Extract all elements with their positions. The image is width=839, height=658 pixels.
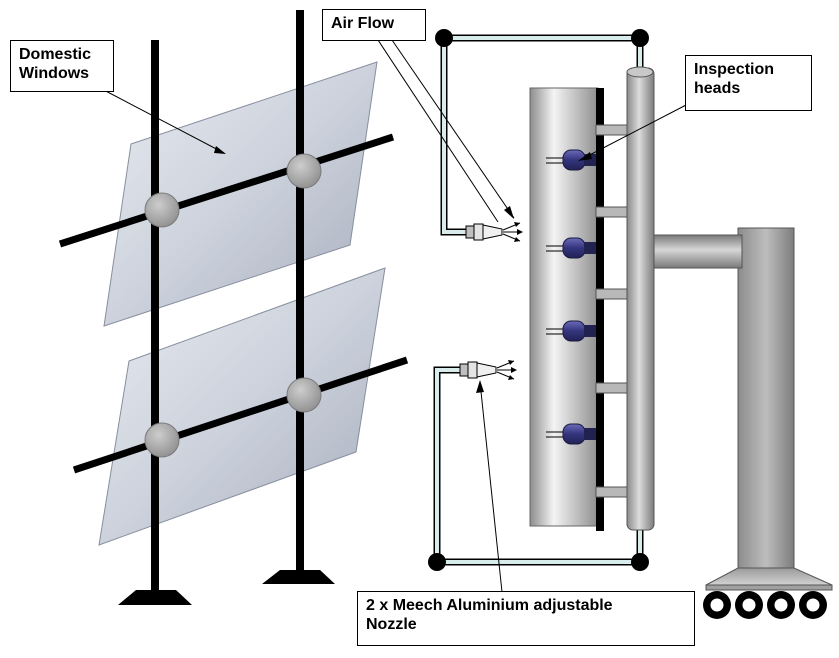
support-base <box>705 567 833 586</box>
wheel-2 <box>735 591 763 619</box>
nozzle-lower <box>459 360 517 380</box>
hub-upper-left <box>144 192 180 228</box>
stand-foot-right <box>262 570 335 584</box>
inspection-head-4 <box>546 423 596 445</box>
leader-air-flow-2 <box>391 39 515 219</box>
window-rig <box>58 10 409 605</box>
hub-lower-right <box>286 377 322 413</box>
hub-upper-right <box>286 153 322 189</box>
support-post <box>737 227 795 577</box>
window-pane-upper <box>103 61 378 327</box>
tube-joint-bottom-right <box>631 553 649 571</box>
wheel-4 <box>799 591 827 619</box>
callout-leaders <box>99 39 689 593</box>
leader-air-flow-1 <box>377 39 499 223</box>
support-arm <box>651 234 743 269</box>
inspection-carriage <box>529 66 833 619</box>
inspection-head-1 <box>546 149 596 171</box>
window-crossbar-lower <box>72 356 409 474</box>
label-inspection-heads: Inspection heads <box>685 55 812 111</box>
tube-joint-bottom-left <box>428 553 446 571</box>
stand-foot-left <box>118 590 192 605</box>
leader-inspection-heads <box>579 103 689 161</box>
air-tube-lower-feed <box>433 366 463 562</box>
label-domestic-windows: Domestic Windows <box>10 40 114 92</box>
hub-lower-left <box>144 422 180 458</box>
leader-nozzle <box>479 381 503 593</box>
nozzle-upper <box>465 222 523 242</box>
tube-joint-top-right <box>631 29 649 47</box>
inspection-head-3 <box>546 320 596 342</box>
vertical-rail <box>626 67 655 531</box>
inspection-head-2 <box>546 237 596 259</box>
label-air-flow: Air Flow <box>322 9 426 41</box>
label-nozzle: 2 x Meech Aluminium adjustable Nozzle <box>357 591 695 646</box>
wheel-3 <box>767 591 795 619</box>
window-crossbar-upper <box>58 133 395 248</box>
wheel-1 <box>703 591 731 619</box>
air-tubing <box>428 29 649 571</box>
mount-strip <box>596 88 604 531</box>
tube-joint-top-left <box>435 29 453 47</box>
leader-domestic-windows <box>99 87 225 154</box>
